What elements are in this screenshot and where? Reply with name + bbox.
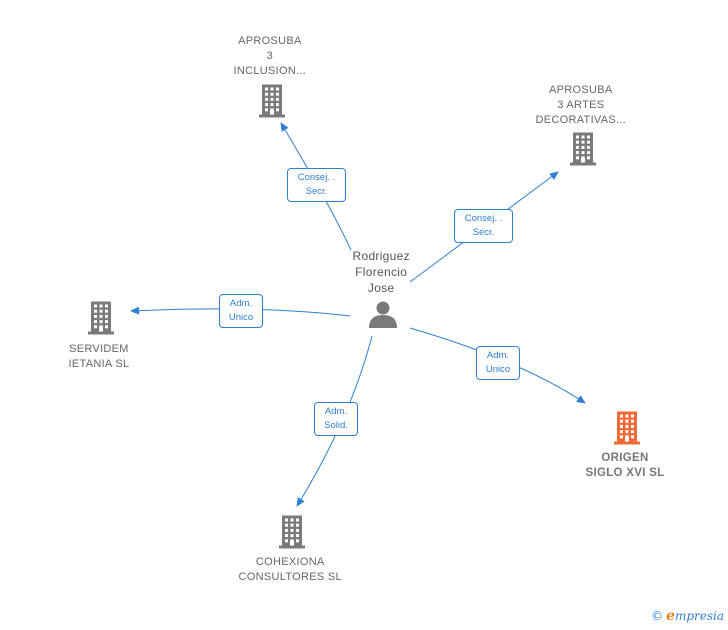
edge-label-aprosuba-3-artes[interactable]: Consej. . Secr. (454, 209, 513, 243)
building-icon (88, 301, 114, 335)
company-aprosuba-3-inclusion-line: INCLUSION... (233, 65, 307, 77)
company-cohexiona-consultores-line: CONSULTORES SL (238, 571, 342, 583)
company-cohexiona-consultores[interactable]: COHEXIONA CONSULTORES SL (239, 555, 342, 585)
brand-watermark: ©empresia (651, 608, 724, 624)
person-icon (369, 301, 397, 328)
edge-label-line: Adm. (486, 350, 510, 361)
company-aprosuba-3-artes-line: APROSUBA (549, 84, 613, 96)
edge-label-line: Secr. (305, 186, 328, 197)
edge-label-line: Consej. . (297, 172, 336, 183)
brand-name: mpresia (674, 609, 724, 623)
edge-label-line: Consej. . (464, 213, 503, 224)
company-aprosuba-3-inclusion-line: 3 (266, 50, 274, 62)
company-servidem-ietania-line: IETANIA SL (68, 358, 130, 370)
building-icon (570, 132, 596, 166)
company-aprosuba-3-artes[interactable]: APROSUBA 3 ARTES DECORATIVAS... (536, 83, 627, 128)
company-servidem-ietania[interactable]: SERVIDEM IETANIA SL (69, 342, 130, 372)
brand-initial: e (666, 608, 675, 624)
person-rodriguez-florencio-jose-line: Rodriguez (352, 249, 410, 263)
company-aprosuba-3-inclusion-line: APROSUBA (238, 35, 302, 47)
company-origen-siglo-xvi-line: ORIGEN (601, 452, 649, 464)
edge-label-line: Solid. (324, 420, 348, 431)
building-icon (259, 84, 285, 118)
edge-label-line: Adm. (324, 406, 348, 417)
edge-label-line: Adm. (229, 298, 253, 309)
edge-label-line: Unico (485, 364, 511, 375)
edge-label-cohexiona-consultores[interactable]: Adm. Solid. (314, 402, 358, 436)
company-aprosuba-3-artes-line: 3 ARTES (557, 99, 605, 111)
copyright-icon: © (651, 609, 664, 623)
company-origen-siglo-xvi[interactable]: ORIGEN SIGLO XVI SL (586, 451, 665, 481)
person-rodriguez-florencio-jose-line: Florencio (355, 265, 408, 279)
edge-label-origen-siglo-xvi[interactable]: Adm. Unico (476, 346, 520, 380)
edge-label-line: Secr. (472, 227, 495, 238)
company-cohexiona-consultores-line: COHEXIONA (255, 556, 325, 568)
company-servidem-ietania-line: SERVIDEM (69, 343, 129, 355)
edge-label-servidem-ietania[interactable]: Adm. Unico (219, 294, 263, 328)
building-icon (279, 515, 305, 549)
edge-label-line: Unico (228, 312, 254, 323)
person-rodriguez-florencio-jose-line: Jose (367, 281, 395, 295)
edge-label-aprosuba-3-inclusion[interactable]: Consej. . Secr. (287, 168, 346, 202)
company-aprosuba-3-artes-line: DECORATIVAS... (535, 114, 627, 126)
building-icon (614, 411, 640, 445)
company-origen-siglo-xvi-line: SIGLO XVI SL (585, 467, 665, 479)
